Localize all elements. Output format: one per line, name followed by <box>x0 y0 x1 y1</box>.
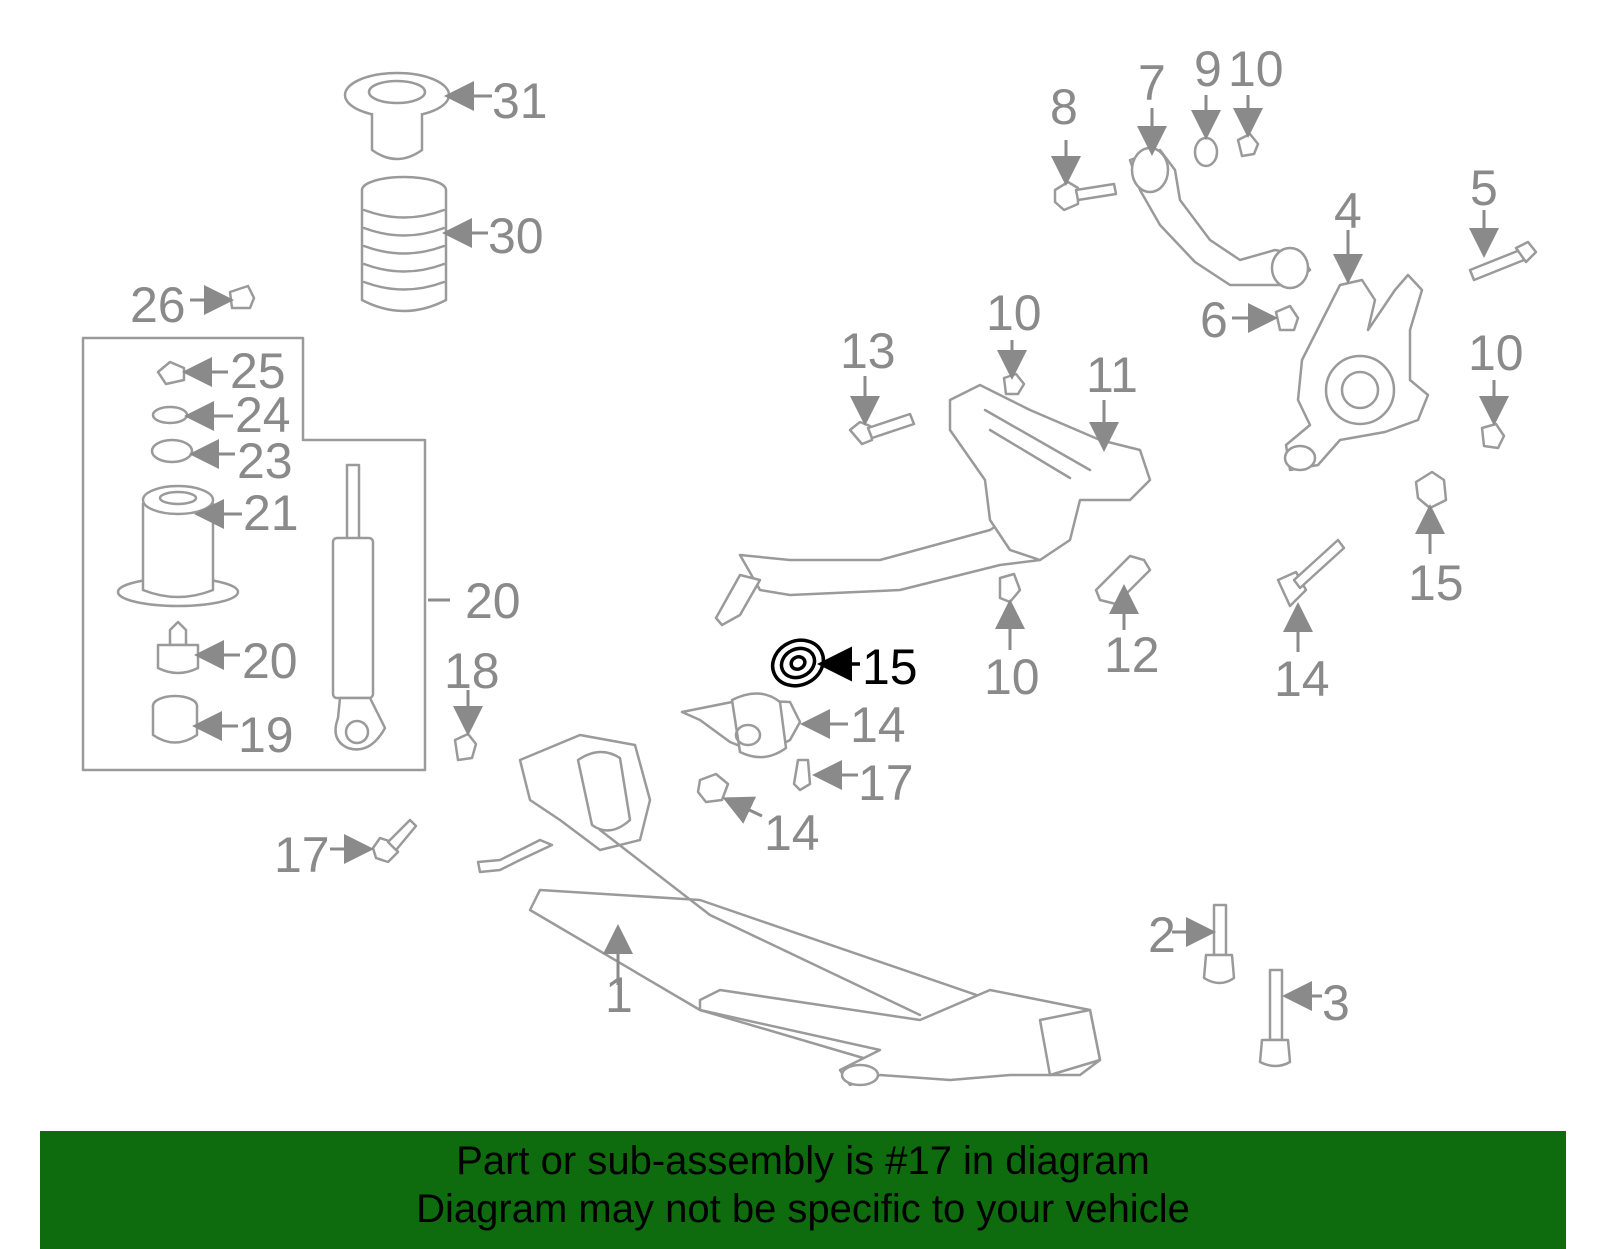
bolt-2 <box>1202 903 1236 985</box>
callout-16: 14 <box>850 697 906 753</box>
info-banner: Part or sub-assembly is #17 in diagram D… <box>40 1131 1566 1249</box>
callout-12: 12 <box>1104 627 1160 683</box>
callout-14: 14 <box>1274 651 1330 707</box>
callout-3: 3 <box>1322 975 1350 1031</box>
bolt-19 <box>792 758 812 792</box>
parts-diagram: 31 30 26 25 24 23 21 20 19 <box>81 41 1538 1087</box>
callout-5: 5 <box>1470 160 1498 216</box>
callout-25: 21 <box>243 485 299 541</box>
nut-10-upper-arm <box>1002 372 1026 396</box>
cam-bolt-14 <box>1276 538 1346 608</box>
callout-10c: 10 <box>1228 41 1284 97</box>
callout-10a: 10 <box>986 285 1042 341</box>
bolt-21 <box>371 818 418 864</box>
strut-assembly-box <box>81 336 427 772</box>
strut-mount-31 <box>343 71 451 161</box>
nut-10-right <box>1480 422 1506 450</box>
callout-31: 31 <box>492 73 548 129</box>
upper-control-arm-7 <box>1128 146 1312 290</box>
nut-6 <box>1274 304 1300 332</box>
callout-6: 6 <box>1200 292 1228 348</box>
washer-27 <box>150 438 194 464</box>
bolt-8 <box>1053 180 1118 212</box>
banner-line-2: Diagram may not be specific to your vehi… <box>416 1187 1190 1231</box>
callout-28: 24 <box>235 387 291 443</box>
callout-1: 1 <box>605 967 633 1023</box>
washer-28 <box>151 405 189 425</box>
callout-7: 7 <box>1138 55 1166 111</box>
callout-4: 4 <box>1334 183 1362 239</box>
nut-10-top <box>1236 132 1260 158</box>
callout-9: 9 <box>1194 41 1222 97</box>
callout-24: 20 <box>242 633 298 689</box>
callout-20: 20 <box>465 573 521 629</box>
callout-30: 30 <box>488 208 544 264</box>
shock-absorber <box>331 463 387 751</box>
bushing-15 <box>1414 470 1448 510</box>
callout-23: 19 <box>238 707 294 763</box>
nut-22 <box>453 732 478 762</box>
callout-22: 18 <box>444 643 500 699</box>
lower-control-arm-11 <box>714 383 1152 627</box>
callout-18: 14 <box>764 805 820 861</box>
callout-29: 25 <box>230 343 286 399</box>
callout-10d: 10 <box>1468 325 1524 381</box>
nut-18 <box>696 772 730 804</box>
bolt-13 <box>848 412 916 446</box>
bump-stop-24 <box>156 620 200 675</box>
callout-10b: 10 <box>984 649 1040 705</box>
callout-8: 8 <box>1050 79 1078 135</box>
washer-9 <box>1193 136 1219 168</box>
callout-21: 17 <box>274 827 330 883</box>
nut-10-lower-arm <box>998 572 1022 604</box>
callout-17: 15 <box>862 639 918 695</box>
cam-washer-17-highlighted <box>770 638 826 688</box>
crossmember-1 <box>476 733 1102 1087</box>
upper-mount-25 <box>116 484 240 608</box>
steering-knuckle-4 <box>1283 273 1430 472</box>
bolt-3 <box>1258 968 1292 1068</box>
bolt-5 <box>1468 240 1538 282</box>
callout-2: 2 <box>1148 907 1176 963</box>
callout-11: 11 <box>1086 347 1138 403</box>
callout-19: 17 <box>858 755 914 811</box>
callout-27: 23 <box>237 433 293 489</box>
callout-13: 13 <box>840 323 896 379</box>
nut-26 <box>228 284 256 310</box>
nut-29 <box>156 360 186 386</box>
bushing-bracket-16 <box>680 692 802 759</box>
callout-15: 15 <box>1408 555 1464 611</box>
dust-boot-30 <box>360 175 448 313</box>
banner-line-1: Part or sub-assembly is #17 in diagram <box>456 1139 1150 1183</box>
bumper-23 <box>151 694 199 744</box>
callout-26: 26 <box>130 277 186 333</box>
